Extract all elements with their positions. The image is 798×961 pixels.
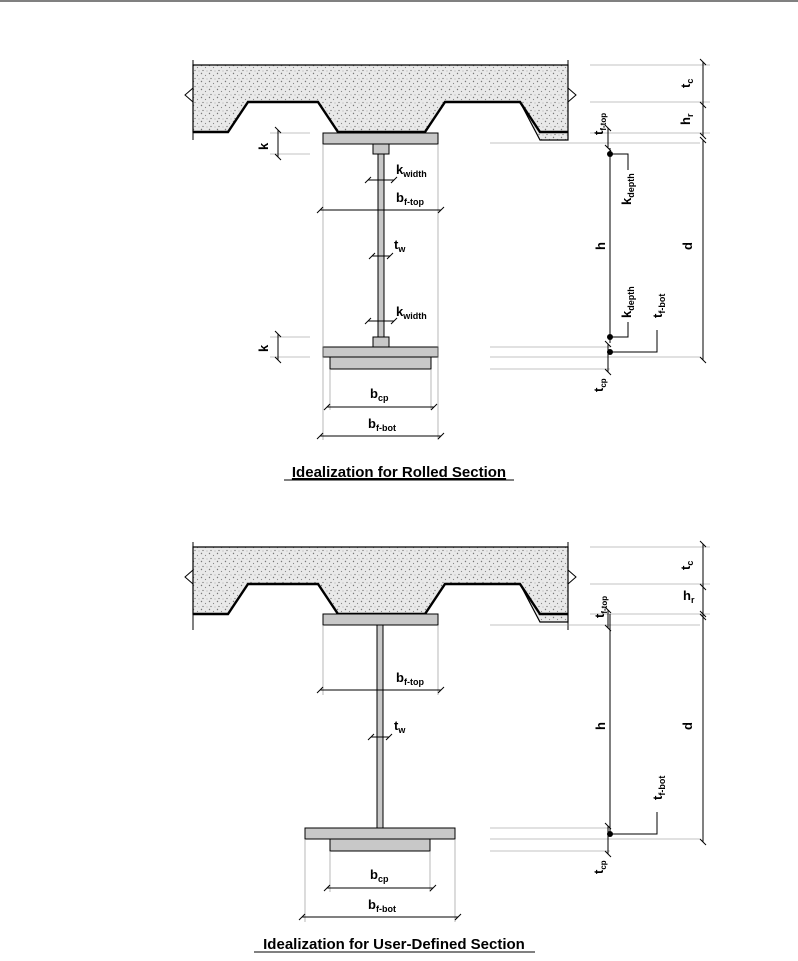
user-point-bot: [607, 831, 613, 837]
rolled-label-bf-bot: bf-bot: [368, 416, 396, 433]
rolled-label-h: h: [593, 242, 608, 250]
rolled-top-flange: [322, 132, 439, 145]
user-label-bf-bot: bf-bot: [368, 897, 396, 914]
rolled-label-tc: tc: [678, 79, 695, 88]
rolled-section-figure: tc hr tf-top k k kwidth bf-top tw h d kd: [184, 58, 710, 481]
rolled-label-kwidth-top: kwidth: [396, 162, 427, 179]
user-label-d: d: [680, 722, 695, 730]
rolled-label-kwidth-bot: kwidth: [396, 304, 427, 321]
user-cover-plate: [329, 838, 431, 852]
user-top-flange: [322, 613, 439, 626]
user-break-right: [567, 542, 577, 630]
rolled-break-left: [184, 60, 194, 140]
rolled-point-top: [607, 151, 613, 157]
rolled-label-tcp: tcp: [591, 378, 608, 392]
user-label-tf-bot: tf-bot: [650, 776, 667, 800]
user-label-bcp: bcp: [370, 867, 389, 884]
user-label-tcp: tcp: [591, 860, 608, 874]
user-label-tf-top: tf-top: [592, 596, 609, 618]
rolled-top-fillet: [372, 143, 390, 155]
rolled-web: [377, 153, 385, 338]
rolled-label-k-bot: k: [256, 344, 271, 352]
rolled-cover-plate: [329, 356, 432, 370]
rolled-bot-fillet: [372, 336, 390, 348]
rolled-label-kdepth-bot: kdepth: [619, 286, 636, 318]
user-web: [376, 624, 384, 829]
rolled-label-tw: tw: [394, 237, 406, 254]
user-caption: Idealization for User-Defined Section: [263, 936, 525, 953]
rolled-break-right: [567, 60, 577, 140]
rolled-label-d: d: [680, 242, 695, 250]
rolled-label-bf-top: bf-top: [396, 190, 424, 207]
rolled-point-bot2: [607, 349, 613, 355]
rolled-label-tf-bot: tf-bot: [650, 294, 667, 318]
rolled-bottom-flange: [322, 346, 439, 358]
rolled-caption: Idealization for Rolled Section: [292, 464, 506, 481]
rolled-label-hr: hr: [678, 113, 695, 125]
rolled-label-kdepth-top: kdepth: [619, 173, 636, 205]
user-label-h: h: [593, 722, 608, 730]
rolled-point-bot: [607, 334, 613, 340]
user-label-bf-top: bf-top: [396, 670, 424, 687]
user-label-tc: tc: [678, 561, 695, 570]
user-bottom-flange: [304, 827, 456, 840]
user-break-left: [184, 542, 194, 630]
user-label-tw: tw: [394, 718, 406, 735]
rolled-label-k-top: k: [256, 142, 271, 150]
rolled-label-bcp: bcp: [370, 386, 389, 403]
user-label-hr: hr: [683, 588, 695, 605]
rolled-label-tf-top: tf-top: [591, 113, 608, 135]
rolled-metal-deck: [193, 100, 568, 134]
user-section-figure: tc hr tf-top bf-top tw h d tf-bot tcp bc…: [184, 540, 710, 953]
